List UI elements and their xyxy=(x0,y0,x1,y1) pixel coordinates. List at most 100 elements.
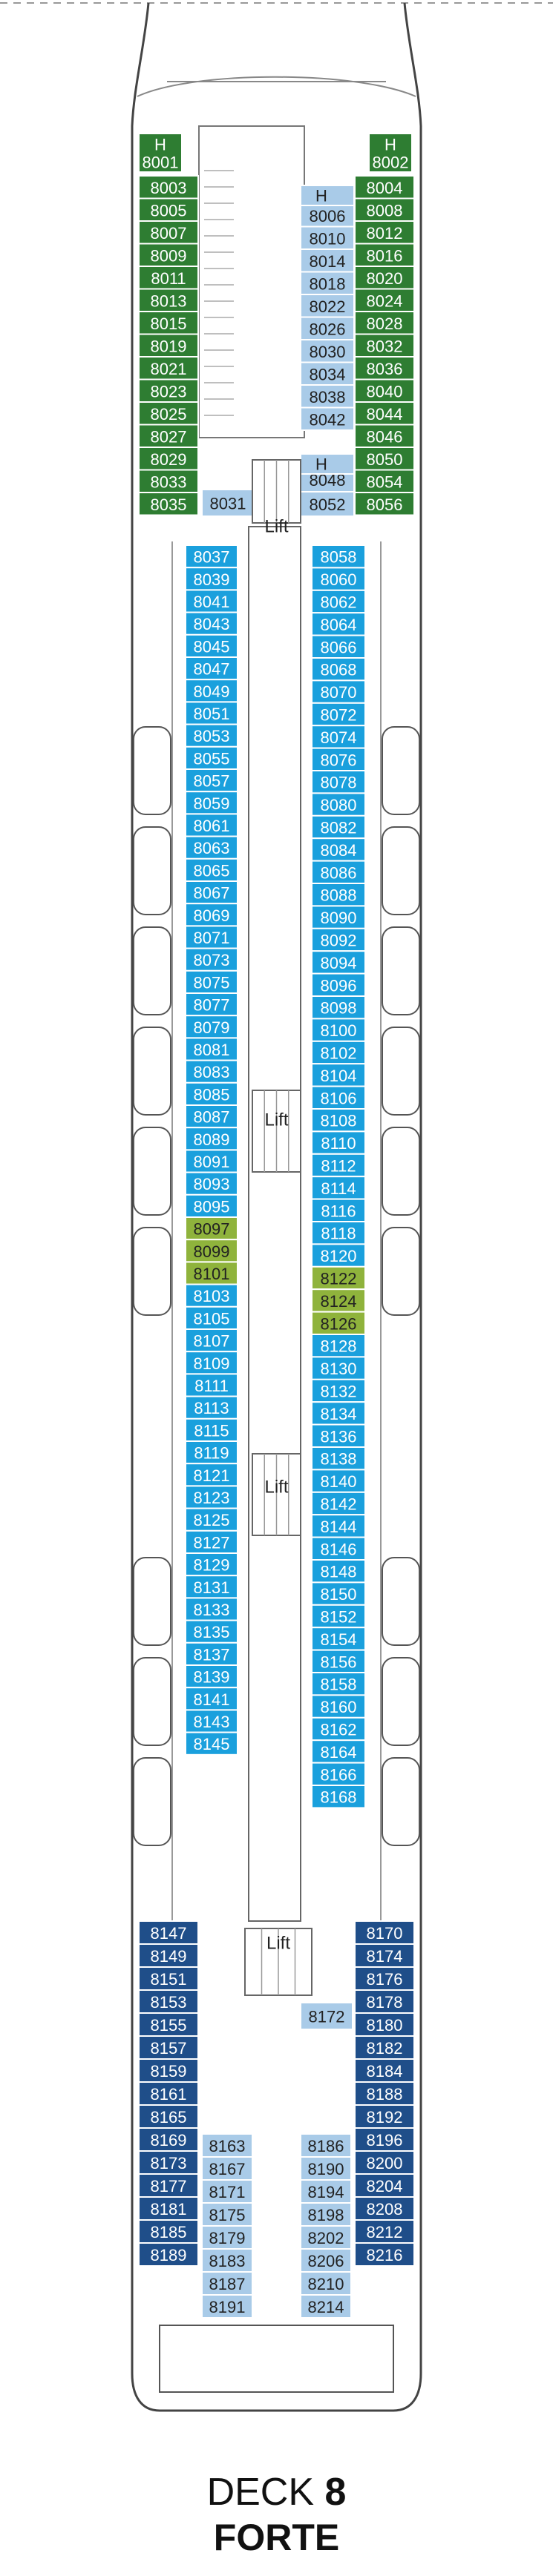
cabin-8076[interactable]: 8076 xyxy=(311,747,366,771)
cabin-8057[interactable]: 8057 xyxy=(185,768,238,793)
cabin-8089[interactable]: 8089 xyxy=(185,1127,238,1151)
cabin-8047[interactable]: 8047 xyxy=(185,656,238,681)
cabin-8013[interactable]: 8013 xyxy=(138,288,199,312)
cabin-8019[interactable]: 8019 xyxy=(138,333,199,358)
cabin-8172[interactable]: 8172 xyxy=(300,2002,353,2030)
cabin-8036[interactable]: 8036 xyxy=(354,356,415,381)
cabin-8175[interactable]: 8175 xyxy=(201,2202,253,2227)
cabin-8194[interactable]: 8194 xyxy=(300,2179,352,2204)
cabin-8093[interactable]: 8093 xyxy=(185,1171,238,1196)
cabin-8167[interactable]: 8167 xyxy=(201,2156,253,2181)
cabin-8179[interactable]: 8179 xyxy=(201,2225,253,2250)
cabin-8200[interactable]: 8200 xyxy=(354,2150,415,2175)
cabin-8104[interactable]: 8104 xyxy=(311,1063,366,1087)
cabin-8102[interactable]: 8102 xyxy=(311,1040,366,1065)
cabin-8097[interactable]: 8097 xyxy=(185,1216,238,1241)
cabin-8208[interactable]: 8208 xyxy=(354,2196,415,2221)
cabin-8067[interactable]: 8067 xyxy=(185,880,238,905)
cabin-8119[interactable]: 8119 xyxy=(185,1440,238,1465)
cabin-8049[interactable]: 8049 xyxy=(185,679,238,703)
cabin-8155[interactable]: 8155 xyxy=(138,2012,199,2037)
cabin-8030[interactable]: 8030 xyxy=(300,339,355,363)
cabin-8070[interactable]: 8070 xyxy=(311,679,366,704)
cabin-8146[interactable]: 8146 xyxy=(311,1536,366,1561)
cabin-8129[interactable]: 8129 xyxy=(185,1552,238,1577)
cabin-8106[interactable]: 8106 xyxy=(311,1085,366,1110)
cabin-8110[interactable]: 8110 xyxy=(311,1130,366,1155)
cabin-8059[interactable]: 8059 xyxy=(185,791,238,815)
cabin-8101[interactable]: 8101 xyxy=(185,1261,238,1285)
cabin-8033[interactable]: 8033 xyxy=(138,469,199,493)
cabin-8162[interactable]: 8162 xyxy=(311,1716,366,1742)
cabin-8025[interactable]: 8025 xyxy=(138,401,199,426)
cabin-8140[interactable]: 8140 xyxy=(311,1469,366,1493)
cabin-8168[interactable]: 8168 xyxy=(311,1785,366,1809)
cabin-8189[interactable]: 8189 xyxy=(138,2242,199,2267)
cabin-8182[interactable]: 8182 xyxy=(354,2035,415,2060)
cabin-8086[interactable]: 8086 xyxy=(311,860,366,884)
cabin-8183[interactable]: 8183 xyxy=(201,2248,253,2273)
cabin-8216[interactable]: 8216 xyxy=(354,2242,415,2267)
cabin-8139[interactable]: 8139 xyxy=(185,1664,238,1689)
cabin-8124[interactable]: 8124 xyxy=(311,1288,366,1313)
cabin-8083[interactable]: 8083 xyxy=(185,1059,238,1084)
cabin-8147[interactable]: 8147 xyxy=(138,1920,199,1945)
cabin-8118[interactable]: 8118 xyxy=(311,1221,366,1245)
cabin-8095[interactable]: 8095 xyxy=(185,1193,238,1219)
cabin-8137[interactable]: 8137 xyxy=(185,1641,238,1667)
cabin-8077[interactable]: 8077 xyxy=(185,992,238,1017)
cabin-8173[interactable]: 8173 xyxy=(138,2150,199,2175)
cabin-8018[interactable]: 8018 xyxy=(300,271,355,295)
cabin-8073[interactable]: 8073 xyxy=(185,947,238,972)
cabin-8096[interactable]: 8096 xyxy=(311,972,366,997)
cabin-8109[interactable]: 8109 xyxy=(185,1351,238,1375)
cabin-8090[interactable]: 8090 xyxy=(311,905,366,929)
cabin-8091[interactable]: 8091 xyxy=(185,1149,238,1173)
cabin-8008[interactable]: 8008 xyxy=(354,197,415,222)
cabin-8029[interactable]: 8029 xyxy=(138,447,199,471)
cabin-8152[interactable]: 8152 xyxy=(311,1604,366,1629)
cabin-8003[interactable]: 8003 xyxy=(138,175,199,200)
cabin-8134[interactable]: 8134 xyxy=(311,1401,366,1426)
cabin-8006[interactable]: 8006 xyxy=(300,203,355,228)
cabin-8026[interactable]: 8026 xyxy=(300,316,355,340)
cabin-8206[interactable]: 8206 xyxy=(300,2248,352,2273)
cabin-8031[interactable]: 8031 xyxy=(201,489,255,517)
cabin-8021[interactable]: 8021 xyxy=(138,356,199,381)
cabin-8039[interactable]: 8039 xyxy=(185,567,238,591)
cabin-8028[interactable]: 8028 xyxy=(354,311,415,335)
cabin-8064[interactable]: 8064 xyxy=(311,612,366,636)
cabin-8116[interactable]: 8116 xyxy=(311,1198,366,1222)
cabin-8099[interactable]: 8099 xyxy=(185,1239,238,1263)
cabin-8081[interactable]: 8081 xyxy=(185,1037,238,1061)
cabin-8192[interactable]: 8192 xyxy=(354,2104,415,2129)
cabin-8120[interactable]: 8120 xyxy=(311,1243,366,1268)
cabin-8115[interactable]: 8115 xyxy=(185,1417,238,1443)
cabin-8164[interactable]: 8164 xyxy=(311,1739,366,1764)
cabin-8126[interactable]: 8126 xyxy=(311,1311,366,1335)
cabin-8151[interactable]: 8151 xyxy=(138,1966,199,1991)
cabin-8174[interactable]: 8174 xyxy=(354,1943,415,1968)
cabin-8108[interactable]: 8108 xyxy=(311,1108,366,1133)
cabin-8212[interactable]: 8212 xyxy=(354,2219,415,2244)
cabin-8169[interactable]: 8169 xyxy=(138,2127,199,2152)
cabin-8046[interactable]: 8046 xyxy=(354,424,415,448)
cabin-8132[interactable]: 8132 xyxy=(311,1378,366,1403)
cabin-8053[interactable]: 8053 xyxy=(185,723,238,748)
cabin-8092[interactable]: 8092 xyxy=(311,927,366,952)
cabin-8125[interactable]: 8125 xyxy=(185,1507,238,1532)
cabin-8130[interactable]: 8130 xyxy=(311,1356,366,1380)
cabin-8177[interactable]: 8177 xyxy=(138,2173,199,2198)
cabin-8107[interactable]: 8107 xyxy=(185,1328,238,1353)
cabin-8012[interactable]: 8012 xyxy=(354,220,415,245)
cabin-8122[interactable]: 8122 xyxy=(311,1265,366,1291)
cabin-8084[interactable]: 8084 xyxy=(311,837,366,862)
cabin-8079[interactable]: 8079 xyxy=(185,1015,238,1039)
cabin-8204[interactable]: 8204 xyxy=(354,2173,415,2198)
cabin-8180[interactable]: 8180 xyxy=(354,2012,415,2037)
cabin-8085[interactable]: 8085 xyxy=(185,1081,238,1107)
cabin-8105[interactable]: 8105 xyxy=(185,1305,238,1331)
cabin-8103[interactable]: 8103 xyxy=(185,1283,238,1308)
cabin-8094[interactable]: 8094 xyxy=(311,950,366,975)
